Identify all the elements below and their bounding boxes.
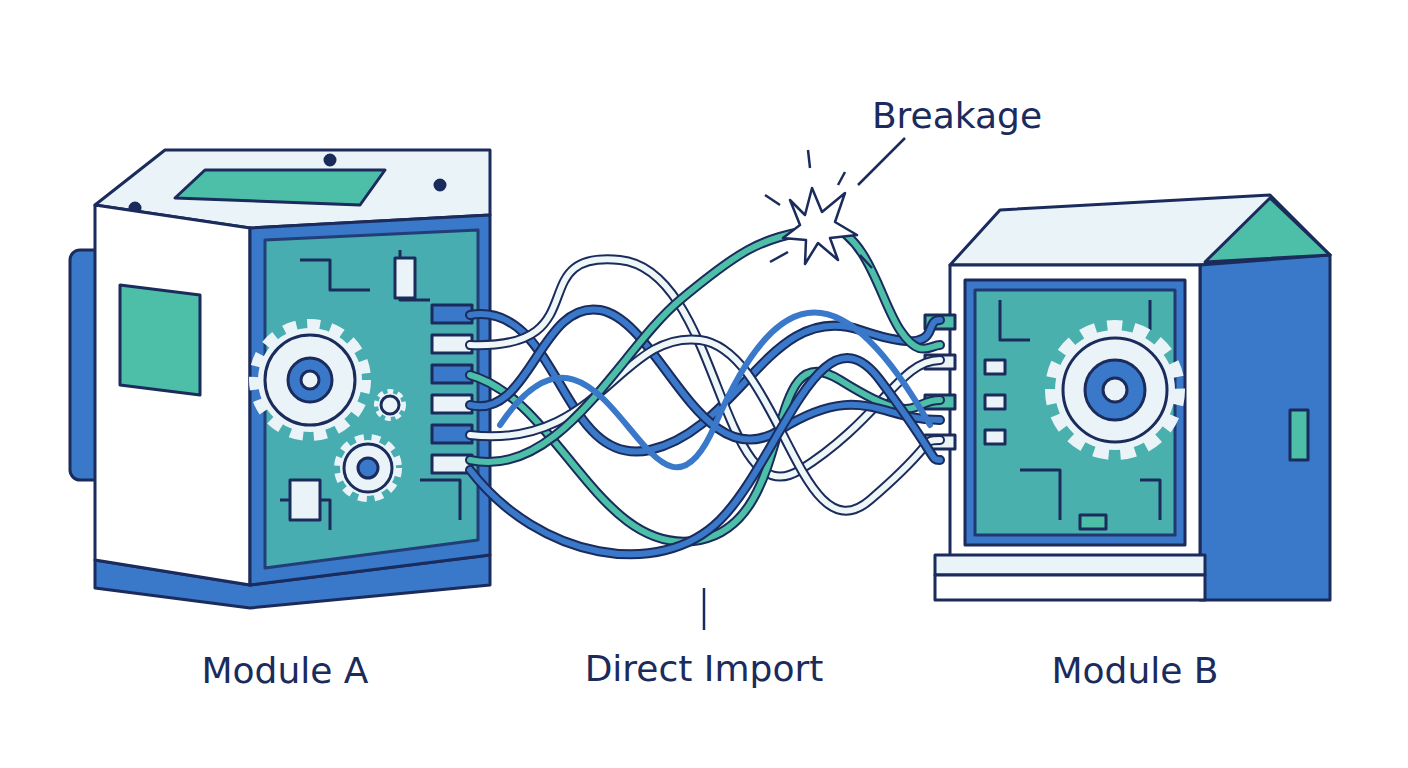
gear (344, 444, 392, 492)
gear-axle (301, 371, 319, 389)
front-face (950, 265, 1200, 565)
spark-ray (808, 150, 810, 168)
module-node: Module B (930, 145, 1340, 705)
wire-tangle (470, 225, 940, 554)
gear (381, 396, 399, 414)
circuit-board (265, 230, 478, 568)
module-a-illustration (70, 150, 490, 608)
wire-outline (830, 225, 940, 349)
spark-ray (838, 172, 845, 185)
broken-wire (470, 232, 800, 462)
wire-outline (470, 358, 940, 554)
callout-label: Breakage (872, 95, 1042, 136)
wire (470, 372, 940, 542)
wire (470, 358, 940, 554)
breakage-spark (765, 150, 872, 268)
gear-teeth (1055, 330, 1175, 450)
top-panel (175, 170, 385, 205)
pin (985, 360, 1005, 374)
screen (965, 280, 1185, 545)
chip (290, 480, 320, 520)
spark-ray (770, 252, 788, 262)
side-face (1200, 255, 1330, 600)
circuit-board (975, 290, 1175, 535)
front-panel (95, 205, 250, 585)
import-wire (500, 313, 930, 468)
pin (985, 430, 1005, 444)
base (935, 575, 1205, 600)
gear-teeth (258, 328, 362, 432)
edge-label: Direct Import (585, 648, 824, 689)
chip (1080, 515, 1106, 529)
screw (435, 180, 445, 190)
window (120, 285, 200, 395)
module-b-illustration (925, 195, 1330, 600)
module-node: Module A (70, 145, 500, 705)
gear-hub (358, 458, 378, 478)
gear-hub (1085, 360, 1145, 420)
screw (325, 155, 335, 165)
pin (985, 395, 1005, 409)
spark-ray (860, 255, 872, 268)
base-shelf (935, 555, 1205, 575)
chip (395, 258, 415, 298)
wire-outline (470, 372, 940, 542)
leader-line (703, 588, 706, 630)
gear (265, 335, 355, 425)
spark-ray (765, 195, 780, 205)
leader-line (858, 138, 905, 185)
gear (1063, 338, 1167, 442)
gear-hub (288, 358, 332, 402)
spark-star (783, 188, 857, 264)
top-face (950, 195, 1330, 265)
interior (250, 215, 490, 585)
side-vent (1290, 410, 1308, 460)
gear-axle (1103, 378, 1127, 402)
gear-teeth (340, 440, 396, 496)
module-label: Module A (70, 650, 500, 691)
wire-outline (470, 232, 800, 462)
roof-panel (1205, 198, 1330, 262)
gear-teeth (378, 393, 402, 417)
broken-wire (830, 225, 940, 349)
module-label: Module B (930, 650, 1340, 691)
